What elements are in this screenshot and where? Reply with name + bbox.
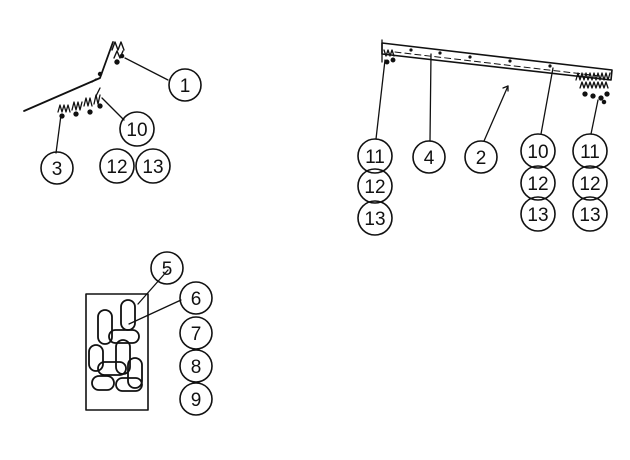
rail-holes xyxy=(409,48,552,68)
leader-5 xyxy=(137,269,169,305)
leader-r2-arrow xyxy=(502,85,509,92)
svg-text:11: 11 xyxy=(365,147,385,168)
leader-r11b xyxy=(590,99,599,135)
svg-text:13: 13 xyxy=(527,205,548,226)
leader-6 xyxy=(128,299,182,325)
chain-links xyxy=(88,299,143,392)
callout-12: 12 xyxy=(99,148,135,184)
svg-text:6: 6 xyxy=(191,289,202,310)
callout-r-10: 10 xyxy=(520,133,556,169)
svg-text:10: 10 xyxy=(527,142,548,163)
svg-text:13: 13 xyxy=(142,157,163,178)
svg-text:8: 8 xyxy=(191,357,202,378)
rail-centerline xyxy=(394,51,601,77)
callout-7: 7 xyxy=(179,316,213,350)
svg-text:13: 13 xyxy=(579,205,600,226)
svg-text:10: 10 xyxy=(126,120,147,141)
svg-text:7: 7 xyxy=(191,324,202,345)
svg-text:11: 11 xyxy=(580,142,600,163)
callout-3: 3 xyxy=(40,151,74,185)
callout-r-4: 4 xyxy=(412,140,446,174)
svg-text:13: 13 xyxy=(364,209,385,230)
callout-r-11: 11 xyxy=(357,138,393,174)
leader-r10 xyxy=(540,67,554,135)
svg-text:12: 12 xyxy=(106,157,127,178)
svg-text:12: 12 xyxy=(527,174,548,195)
callout-9: 9 xyxy=(179,382,213,416)
right-rail-assembly: 11 12 13 4 2 10 12 13 xyxy=(357,39,613,236)
leader-1 xyxy=(124,57,169,81)
callout-r-11b: 11 xyxy=(572,133,608,169)
callout-r-13: 13 xyxy=(357,200,393,236)
callout-1: 1 xyxy=(168,68,202,102)
leader-r11 xyxy=(375,59,386,140)
callout-8: 8 xyxy=(179,349,213,383)
rail-left-end-hardware xyxy=(381,39,396,65)
svg-text:4: 4 xyxy=(424,148,435,169)
svg-text:3: 3 xyxy=(52,159,63,180)
callout-r-13c: 13 xyxy=(572,196,608,232)
svg-text:5: 5 xyxy=(162,259,173,280)
leader-10 xyxy=(101,97,125,121)
leader-r4 xyxy=(429,53,432,142)
callout-5: 5 xyxy=(150,251,184,285)
bottom-left-chain-assembly: 5 6 7 8 9 xyxy=(85,251,213,416)
leader-r2 xyxy=(483,85,509,142)
callout-10: 10 xyxy=(119,111,155,147)
svg-text:2: 2 xyxy=(476,148,487,169)
callout-r-12b: 12 xyxy=(520,165,556,201)
callout-13: 13 xyxy=(135,148,171,184)
callout-r-2: 2 xyxy=(464,140,498,174)
svg-text:12: 12 xyxy=(579,174,600,195)
hardware-cluster-top xyxy=(91,41,125,83)
svg-text:1: 1 xyxy=(180,76,191,97)
top-left-assembly: 1 10 3 12 13 xyxy=(23,41,202,185)
callout-r-12: 12 xyxy=(357,168,393,204)
callout-r-13b: 13 xyxy=(520,196,556,232)
chain-frame xyxy=(85,293,149,411)
leader-3 xyxy=(55,114,62,154)
callout-6: 6 xyxy=(179,281,213,315)
support-bracket xyxy=(23,41,114,112)
rail-right-end-hardware xyxy=(575,72,611,105)
svg-text:12: 12 xyxy=(364,177,385,198)
callout-r-12c: 12 xyxy=(572,165,608,201)
svg-text:9: 9 xyxy=(191,390,202,411)
